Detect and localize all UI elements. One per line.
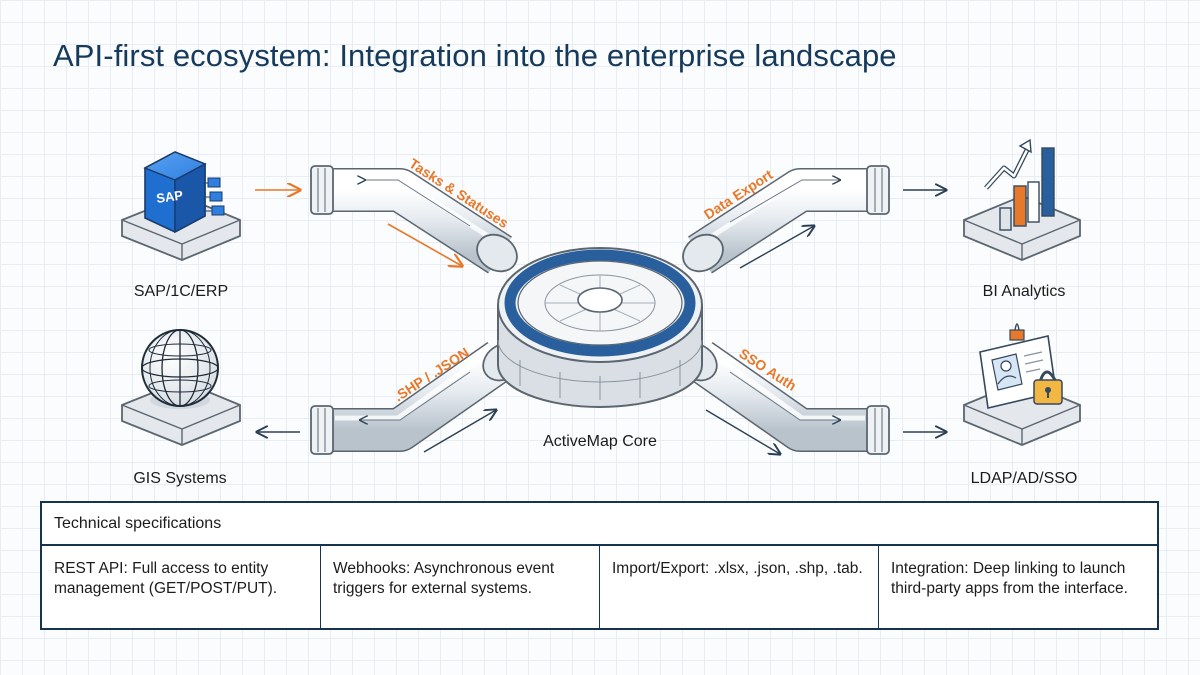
- spec-cell-rest-api: REST API: Full access to entity manageme…: [42, 546, 321, 628]
- node-label-sap: SAP/1C/ERP: [133, 283, 229, 300]
- node-label-gis: GIS Systems: [133, 470, 227, 487]
- specs-table: Technical specifications REST API: Full …: [40, 501, 1159, 630]
- pipe-top-right: [688, 165, 890, 274]
- activemap-core-icon: [497, 247, 703, 408]
- node-label-bi: BI Analytics: [982, 283, 1066, 300]
- bar-chart-icon: [963, 138, 1081, 261]
- specs-header: Technical specifications: [42, 503, 1157, 546]
- flow-arrows: [255, 190, 946, 454]
- spec-cell-import-export: Import/Export: .xlsx, .json, .shp, .tab.: [600, 546, 879, 628]
- id-badge-lock-icon: [963, 323, 1081, 446]
- specs-row: REST API: Full access to entity manageme…: [42, 546, 1157, 628]
- spec-cell-webhooks: Webhooks: Asynchronous event triggers fo…: [321, 546, 600, 628]
- pipe-bottom-left: [310, 341, 513, 455]
- spec-cell-integration: Integration: Deep linking to launch thir…: [891, 560, 1128, 597]
- sap-cube-icon: SAP: [121, 151, 241, 261]
- pipe-bottom-right: [687, 341, 890, 455]
- node-label-ldap: LDAP/AD/SSO: [970, 470, 1078, 487]
- sap-logo: SAP: [155, 187, 184, 206]
- core-label: ActiveMap Core: [543, 433, 657, 450]
- page-title: API-first ecosystem: Integration into th…: [53, 38, 897, 73]
- pipe-top-left: [310, 165, 512, 274]
- globe-icon: [121, 329, 241, 446]
- integration-diagram: SAP: [121, 138, 1081, 500]
